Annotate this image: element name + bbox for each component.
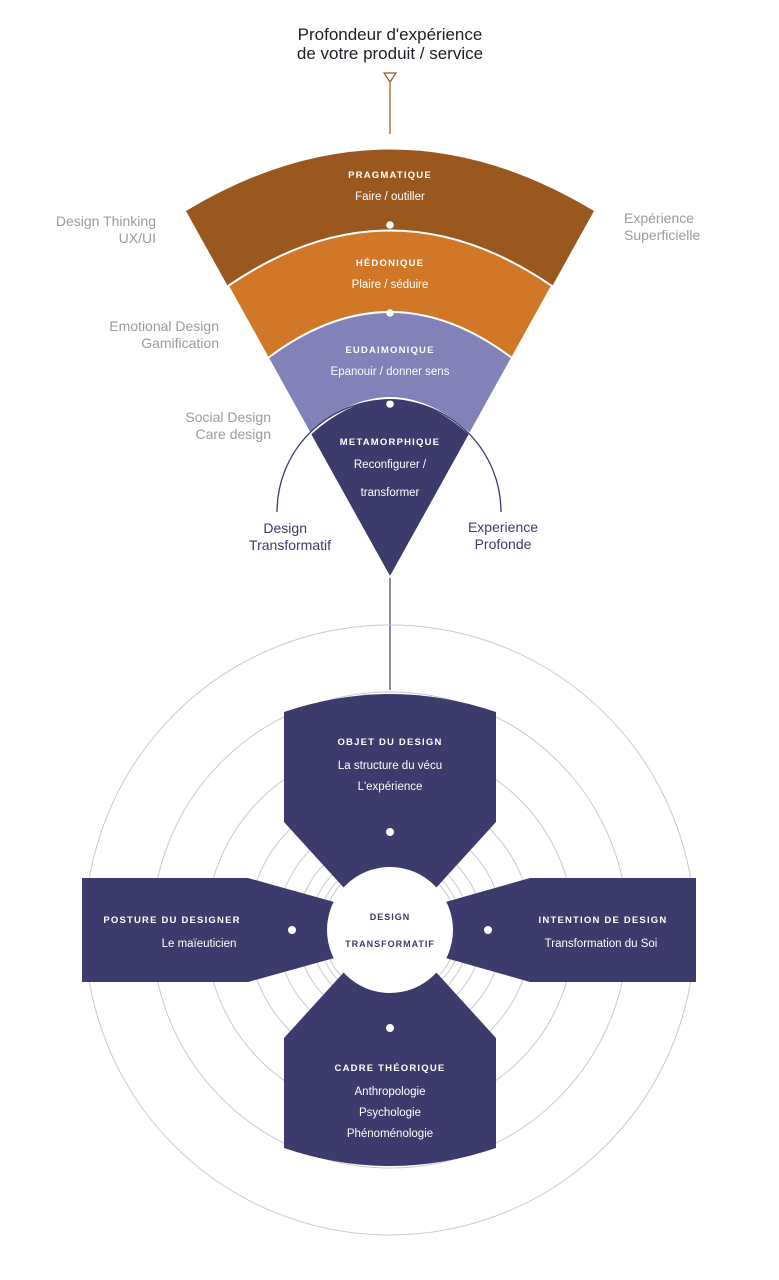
bottom-arm-line-1: Anthropologie [355,1086,426,1098]
label-design-thinking: Design Thinking [56,213,156,229]
left-arm-line-1: Le maïeuticien [162,938,237,950]
bottom-arm-line-2: Psychologie [359,1107,421,1119]
label-profonde: Profonde [475,536,532,552]
experience-funnel: PRAGMATIQUE Faire / outiller HÉDONIQUE P… [186,149,594,581]
band-sub-hedonique: Plaire / séduire [352,279,429,291]
arm-left [82,878,345,982]
center-label-design: DESIGN [370,912,411,922]
right-arm-heading: INTENTION DE DESIGN [539,915,668,926]
label-experience: Expérience [624,210,694,226]
label-experience-deep: Experience [468,519,538,535]
band-heading-metamorphique: METAMORPHIQUE [340,437,440,448]
transformative-arc [276,399,502,513]
band-sub-eudaimonique: Epanouir / donner sens [331,366,450,378]
label-care-design: Care design [196,426,272,442]
bottom-arm-heading: CADRE THÉORIQUE [335,1063,446,1074]
arm-dot [484,926,492,934]
band-sub-metamorphique-2: transformer [361,487,420,499]
center-label-transformatif: TRANSFORMATIF [345,939,435,949]
center-circle [327,867,453,993]
band-dot [386,221,394,229]
design-wheel: DESIGN TRANSFORMATIF OBJET DU DESIGN La … [82,694,696,1166]
band-heading-hedonique: HÉDONIQUE [356,258,424,269]
depth-arrow-icon [382,72,398,84]
arm-bottom [284,960,496,1166]
band-sub-pragmatique: Faire / outiller [355,191,425,203]
arm-top [284,694,496,900]
arm-dot [386,1024,394,1032]
left-arm-heading: POSTURE DU DESIGNER [103,915,240,926]
label-ux-ui: UX/UI [119,230,156,246]
label-social-design: Social Design [185,409,271,425]
bottom-arm-line-3: Phénoménologie [347,1128,433,1140]
label-gamification: Gamification [141,335,219,351]
diagram-title-line2: de votre produit / service [297,44,483,63]
top-arm-line-2: L'expérience [358,781,423,793]
band-sub-metamorphique-1: Reconfigurer / [354,459,427,471]
label-transformatif: Transformatif [249,537,331,553]
label-emotional-design: Emotional Design [109,318,219,334]
top-arm-heading: OBJET DU DESIGN [337,737,442,748]
top-arm-line-1: La structure du vécu [338,760,442,772]
arm-dot [386,828,394,836]
band-dot [386,400,394,408]
label-design: Design [263,520,307,536]
band-heading-pragmatique: PRAGMATIQUE [348,170,432,181]
band-heading-eudaimonique: EUDAIMONIQUE [345,345,434,356]
arm-dot [288,926,296,934]
diagram-title-line1: Profondeur d'expérience [298,25,483,44]
band-dot [386,309,394,317]
arm-right [435,878,696,982]
label-superficielle: Superficielle [624,227,700,243]
right-arm-line-1: Transformation du Soi [545,938,658,950]
